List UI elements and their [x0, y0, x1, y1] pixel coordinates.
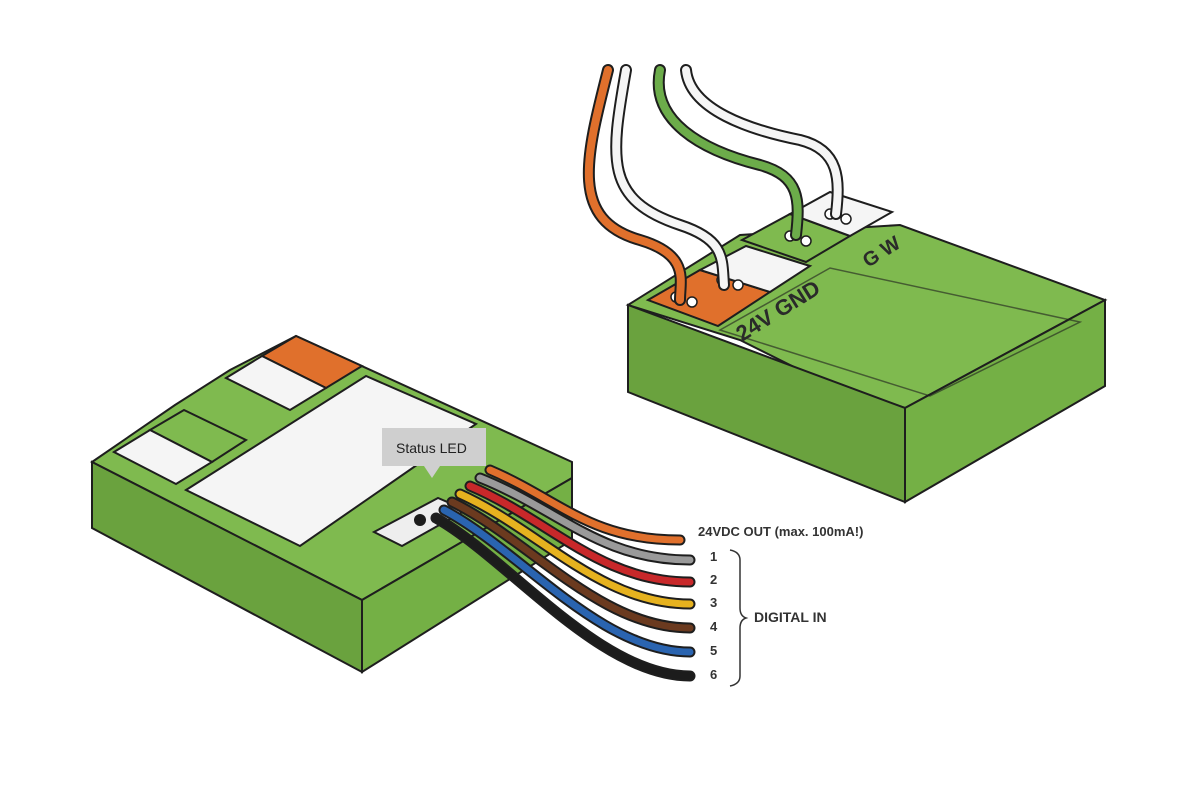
status-led-callout: Status LED [382, 428, 486, 478]
module-b-side-right [904, 298, 1106, 504]
wire-24vdc-out [486, 466, 684, 544]
wire-digital-6 [432, 514, 694, 680]
module-b-inner-panel [718, 267, 1083, 397]
status-led-icon [414, 514, 426, 526]
wire-digital-5 [440, 506, 694, 656]
digital-input-label-5: 5 [710, 643, 717, 658]
digital-input-label-4: 4 [710, 619, 718, 634]
wire-digital-4 [448, 498, 694, 632]
module-b: 24V GND G W [582, 64, 1108, 504]
digital-in-brace [729, 549, 749, 687]
digital-wires [430, 464, 696, 682]
status-led-label: Status LED [396, 440, 467, 456]
wire-digital-2 [466, 482, 694, 586]
module-a-label-area [183, 374, 479, 548]
digital-input-label-6: 6 [710, 667, 717, 682]
module-a: Status LED 24VDC OUT (max. 100mA!) [90, 334, 863, 687]
terminal-gnd-block [697, 244, 813, 294]
digital-input-label-2: 2 [710, 572, 717, 587]
wire-digital-3 [456, 490, 694, 608]
module-a-terminal-white-1 [223, 354, 329, 412]
digital-in-label: DIGITAL IN [754, 609, 827, 625]
wire-digital-1 [476, 474, 694, 564]
digital-input-label-1: 1 [710, 549, 717, 564]
digital-input-label-3: 3 [710, 595, 717, 610]
module-a-terminal-white-2 [111, 428, 215, 486]
power-wire-label: 24VDC OUT (max. 100mA!) [698, 524, 863, 539]
